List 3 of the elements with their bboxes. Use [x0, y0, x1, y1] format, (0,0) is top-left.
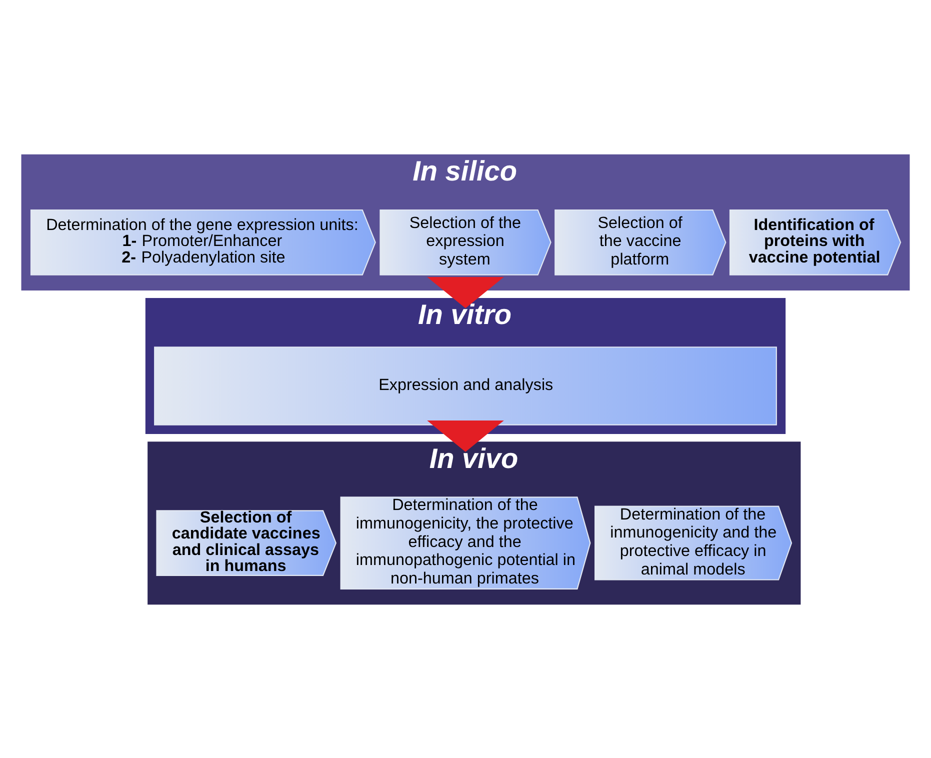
node-box: Expression and analysis	[154, 346, 777, 425]
arrow	[427, 420, 504, 452]
arrow	[427, 276, 504, 308]
